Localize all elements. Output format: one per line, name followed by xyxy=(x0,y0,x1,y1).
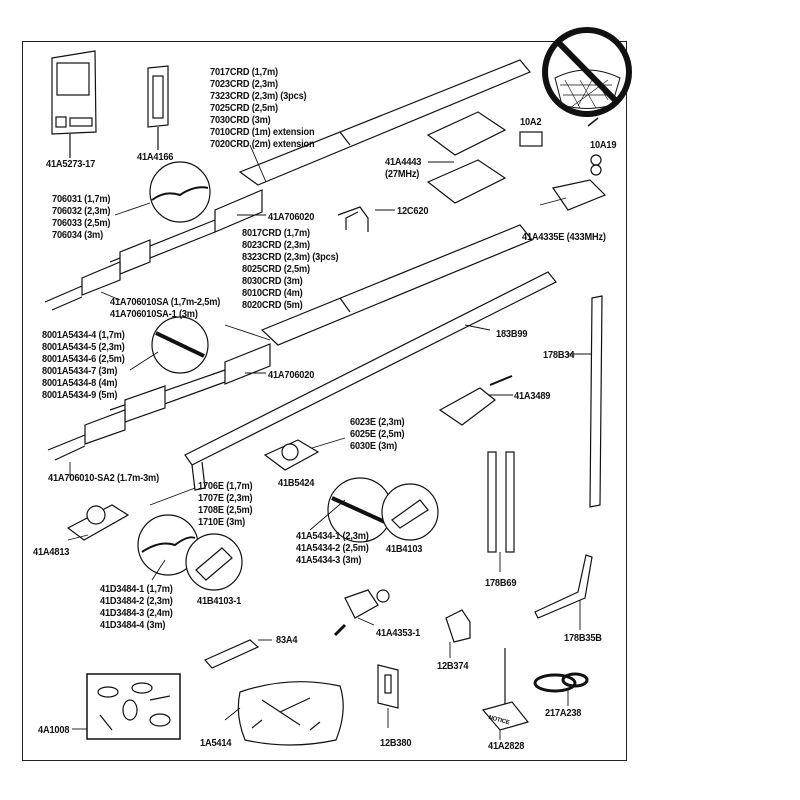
label-t-rail-group: 6023E (2,3m)6025E (2,5m) 6030E (3m) xyxy=(350,416,405,452)
label-push-button: 41A4166 xyxy=(137,151,174,163)
label-strap-178b34: 178B34 xyxy=(543,349,575,361)
belt-rail-middle xyxy=(47,224,533,461)
label-front-bracket-2: 41A706010-SA2 (1.7m-3m) xyxy=(48,472,160,484)
remote-27mhz-icon xyxy=(426,111,543,204)
label-door-bracket: 41A4353-1 xyxy=(376,627,421,639)
diagram-frame xyxy=(22,41,627,761)
grease-tube-icon xyxy=(204,639,260,669)
label-rail-group-e: 1706E (1,7m)1707E (2,3m) 1708E (2,5m)171… xyxy=(198,480,253,528)
hanging-brackets-icon xyxy=(487,451,515,553)
label-chain-group: 706031 (1,7m)706032 (2,3m) 706033 (2,5m)… xyxy=(52,193,111,241)
label-chain-e-group: 41D3484-1 (1,7m)41D3484-2 (2,3m) 41D3484… xyxy=(100,583,173,631)
chain-detail-icon xyxy=(137,514,243,591)
label-t-rail: 183B99 xyxy=(496,328,528,340)
label-belt-e-group: 41A5434-1 (2,3m)41A5434-2 (2,5m) 41A5434… xyxy=(296,530,369,566)
label-bracket-12b374: 12B374 xyxy=(437,660,469,672)
label-trolley-1: 41A706020 xyxy=(268,211,315,223)
sprocket-cover-icon xyxy=(263,439,320,471)
label-spring-1: 41B4103-1 xyxy=(197,595,242,607)
push-button-icon xyxy=(147,65,169,150)
label-front-bracket-1: 41A706010SA (1,7m-2,5m)41A706010SA-1 (3m… xyxy=(110,296,221,320)
label-trolley-2: 41A706020 xyxy=(268,369,315,381)
label-chain-rail-group: 7017CRD (1,7m)7023CRD (2,3m) 7323CRD (2,… xyxy=(210,66,315,150)
label-battery-10a19: 10A19 xyxy=(590,139,617,151)
t-rail xyxy=(184,271,557,491)
label-belt-rail-group: 8017CRD (1,7m)8023CRD (2,3m) 8323CRD (2,… xyxy=(242,227,339,311)
label-remote-27: 41A4443(27MHz) xyxy=(385,156,422,180)
leader-lines xyxy=(67,144,592,740)
label-belt-group: 8001A5434-4 (1,7m)8001A5434-5 (2,3m) 800… xyxy=(42,329,125,401)
label-curved-arm: 178B35B xyxy=(564,632,602,644)
wire-coil-icon xyxy=(533,672,589,693)
door-bracket-icon xyxy=(333,589,390,637)
wall-console-icon xyxy=(51,50,97,158)
label-master-links: 4A1008 xyxy=(38,724,70,736)
label-trolley-3: 41A3489 xyxy=(514,390,551,402)
label-hardware-bag: 1A5414 xyxy=(200,737,232,749)
label-safety-bracket: 12B380 xyxy=(380,737,412,749)
label-wire: 217A238 xyxy=(545,707,582,719)
curved-arm-icon xyxy=(534,554,593,619)
label-grease: 83A4 xyxy=(276,634,298,646)
remote-433mhz-icon xyxy=(552,154,607,211)
chain-rail-upper xyxy=(44,59,531,311)
label-remote-433: 41A4335E (433MHz) xyxy=(522,231,606,243)
clip-icon xyxy=(337,206,369,232)
label-wall-console: 41A5273-17 xyxy=(46,158,96,170)
label-sprocket-cover: 41B5424 xyxy=(278,477,315,489)
label-clip: 12C620 xyxy=(397,205,429,217)
hardware-bag-icon xyxy=(237,681,344,746)
label-header-bracket: 41A4813 xyxy=(33,546,70,558)
notice-tag-icon xyxy=(481,648,530,731)
strap-178b34-icon xyxy=(589,295,603,508)
label-battery-10a2: 10A2 xyxy=(520,116,542,128)
safety-bracket-icon xyxy=(377,664,399,709)
master-links-box xyxy=(86,673,181,740)
trolley-icon xyxy=(438,375,513,426)
no-disposal-basket-icon xyxy=(542,27,632,127)
label-spring: 41B4103 xyxy=(386,543,423,555)
label-hanging-brackets: 178B69 xyxy=(485,577,517,589)
belt-detail-icon xyxy=(327,477,439,543)
header-bracket-icon xyxy=(66,504,130,541)
label-notice-tag: 41A2828 xyxy=(488,740,525,752)
bracket-12b374-icon xyxy=(445,609,471,643)
